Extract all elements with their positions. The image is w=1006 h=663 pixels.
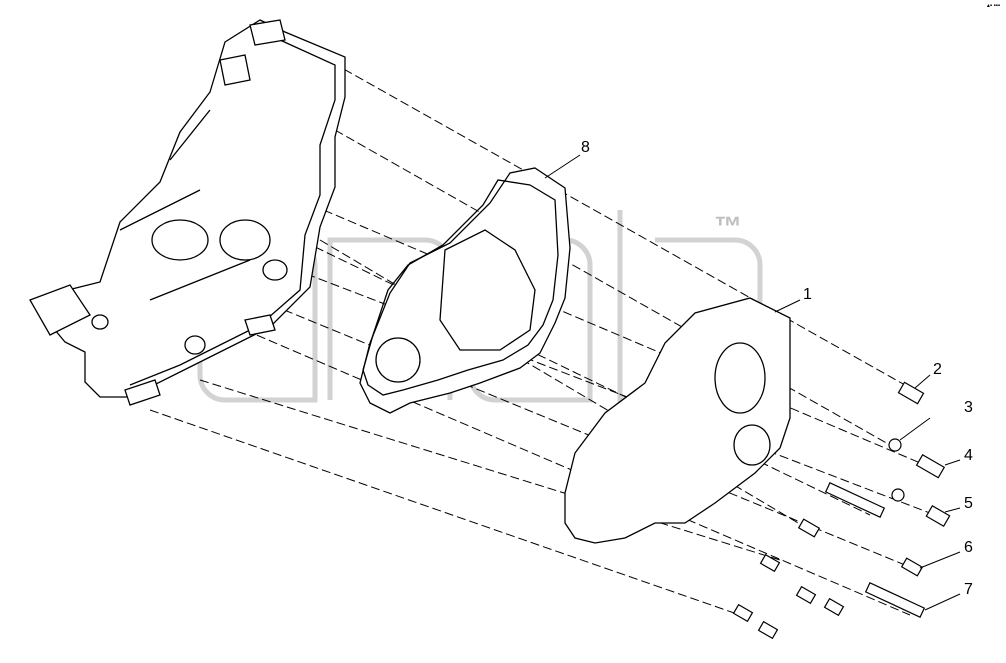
bolt-5 — [925, 504, 951, 528]
bolt-small-b — [759, 553, 781, 573]
callout-3: 3 — [964, 399, 973, 416]
fasteners — [732, 381, 951, 640]
callout-6: 6 — [964, 539, 973, 556]
cover-plate — [564, 297, 791, 544]
bolt-4 — [915, 453, 946, 479]
bolt-2 — [897, 381, 925, 405]
callout-5: 5 — [964, 495, 973, 512]
long-bolt — [824, 481, 886, 519]
bolt-small-d — [823, 597, 845, 617]
washer — [891, 488, 905, 502]
callout-1: 1 — [803, 286, 812, 303]
callout-7: 7 — [964, 581, 973, 598]
bolt-small-f — [757, 620, 779, 640]
bolt-small-e — [732, 603, 754, 623]
bolt-6 — [900, 557, 924, 577]
callout-4: 4 — [964, 447, 973, 464]
corner-mark: ▴▪ ▪▪▪ — [986, 3, 1000, 9]
washer-3 — [888, 438, 902, 452]
bolt-small-c — [795, 585, 817, 605]
callout-2: 2 — [933, 361, 942, 378]
callout-8: 8 — [581, 139, 590, 156]
leader-lines — [544, 154, 961, 611]
gasket — [359, 167, 571, 414]
bolt-7 — [864, 581, 926, 619]
timing-housing — [29, 19, 346, 406]
bolt-small-a — [797, 518, 821, 538]
trademark-mark: ™ — [714, 211, 742, 242]
